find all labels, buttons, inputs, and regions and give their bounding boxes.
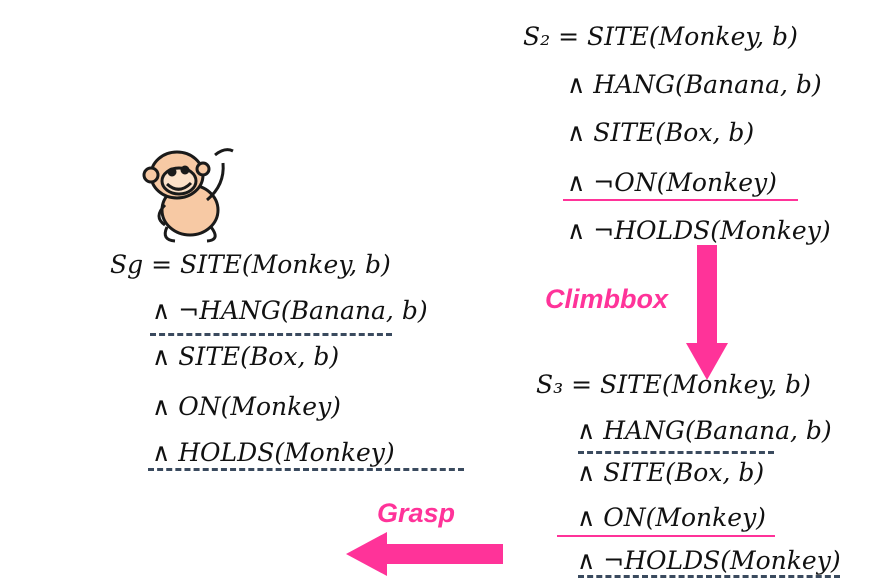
s3-hang-underline [578,451,774,454]
sg-line-1: Sg = SITE(Monkey, b) [110,250,391,279]
s3-line-5: ∧ ¬HOLDS(Monkey) [577,546,841,575]
s3-line-1: S₃ = SITE(Monkey, b) [536,370,811,399]
s3-line-4: ∧ ON(Monkey) [577,503,766,532]
sg-holds-underline [148,468,464,471]
sg-line-4: ∧ ON(Monkey) [152,392,341,421]
climbbox-arrow [686,245,728,380]
s3-on-underline [557,535,775,537]
grasp-arrow [346,532,503,576]
s3-holds-underline [578,575,840,578]
s2-line-3: ∧ SITE(Box, b) [567,118,755,147]
s3-line-3: ∧ SITE(Box, b) [577,458,765,487]
sg-line-5: ∧ HOLDS(Monkey) [152,438,395,467]
s3-line-2: ∧ HANG(Banana, b) [577,416,832,445]
sg-line-2: ∧ ¬HANG(Banana, b) [152,296,428,325]
s2-line-4: ∧ ¬ON(Monkey) [567,168,777,197]
s2-line-5: ∧ ¬HOLDS(Monkey) [567,216,831,245]
sg-hang-underline [150,333,392,336]
s2-on-underline [563,199,798,201]
sg-line-3: ∧ SITE(Box, b) [152,342,340,371]
s2-line-2: ∧ HANG(Banana, b) [567,70,822,99]
climbbox-label: Climbbox [545,284,669,314]
grasp-label: Grasp [377,498,456,528]
s2-line-1: S₂ = SITE(Monkey, b) [523,22,798,51]
